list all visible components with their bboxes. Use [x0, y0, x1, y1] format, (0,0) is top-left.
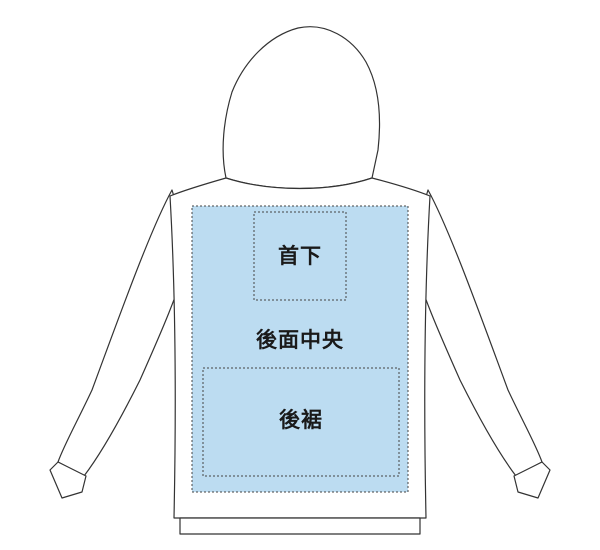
back-center-area[interactable]: [191, 205, 409, 493]
hem-rib: [179, 517, 421, 535]
left-cuff: [49, 461, 87, 499]
right-cuff: [513, 461, 551, 499]
right-sleeve: [409, 189, 543, 477]
under-neck-label: 首下: [278, 244, 322, 268]
under-neck-area[interactable]: [253, 211, 347, 301]
left-sleeve: [57, 189, 191, 477]
back-hem-label: 後裾: [279, 408, 323, 432]
hood: [222, 26, 381, 190]
back-hem-area[interactable]: [202, 367, 400, 477]
back-center-label: 後面中央: [256, 328, 344, 352]
